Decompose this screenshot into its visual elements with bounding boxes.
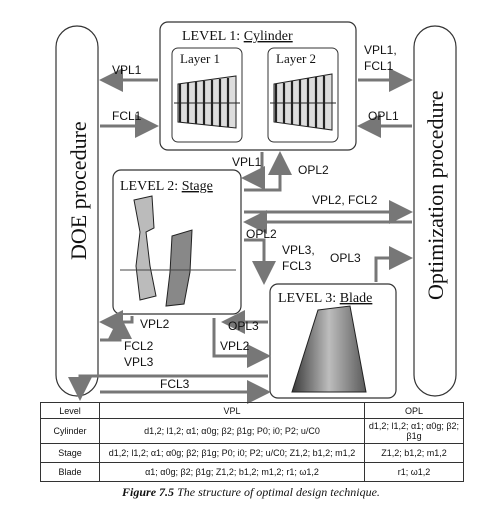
parameters-table: Level VPL OPL Cylinder d1,2; l1,2; α1; α… xyxy=(40,402,464,482)
table-header-vpl: VPL xyxy=(99,402,365,419)
arrow-vpl2-left xyxy=(99,310,134,334)
label-vpl1-right-a: VPL1, xyxy=(364,43,397,57)
figure-caption: Figure 7.5 The structure of optimal desi… xyxy=(0,485,502,500)
layer1-turbine-drawing xyxy=(174,75,240,129)
arrow-vpl3-bottom xyxy=(68,374,268,401)
label-vpl3-a: VPL3, xyxy=(282,243,315,257)
table-cell-vpl: d1,2; l1,2; α1; α0g; β2; β1g; P0; i0; P2… xyxy=(99,418,365,444)
caption-figure-number: Figure 7.5 xyxy=(122,485,175,499)
stage-drawing xyxy=(120,195,236,307)
arrow-opl3-up xyxy=(374,246,413,282)
table-header-level: Level xyxy=(40,402,100,419)
label-vpl3-bottom: VPL3 xyxy=(124,355,154,369)
layer1-label: Layer 1 xyxy=(180,51,220,66)
label-vpl2-fcl2: VPL2, FCL2 xyxy=(312,193,378,207)
table-row: Cylinder d1,2; l1,2; α1; α0g; β2; β1g; P… xyxy=(40,418,464,444)
arrow-vpl3-down xyxy=(244,238,276,285)
table-cell-opl: d1,2; l1,2; α1; α0g; β2; β1g xyxy=(364,418,464,444)
label-opl3-right: OPL3 xyxy=(330,251,361,265)
label-vpl1-left: VPL1 xyxy=(112,63,142,77)
table-cell-vpl: d1,2; l1,2; α1; α0g; β2; β1g; P0; i0; P2… xyxy=(99,443,365,463)
label-vpl2-left: VPL2 xyxy=(140,317,170,331)
arrow-opl2-up xyxy=(244,151,292,192)
arrow-vpl2-bottom xyxy=(212,318,271,368)
table-cell-opl: Z1,2; b1,2; m1,2 xyxy=(364,443,464,463)
table-cell-level: Cylinder xyxy=(40,418,100,444)
label-fcl1-left: FCL1 xyxy=(112,109,142,123)
level3-title: LEVEL 3: Blade xyxy=(278,291,372,306)
label-opl2-low: OPL2 xyxy=(246,227,277,241)
caption-text: The structure of optimal design techniqu… xyxy=(177,485,380,499)
label-vpl3-b: FCL3 xyxy=(282,259,312,273)
doe-procedure-label: DOE procedure xyxy=(66,121,91,260)
arrows xyxy=(68,68,413,404)
optimization-procedure-label: Optimization procedure xyxy=(423,90,448,300)
table-row: Stage d1,2; l1,2; α1; α0g; β2; β1g; P0; … xyxy=(40,443,464,463)
optimization-procedure-box xyxy=(413,25,457,397)
table-cell-vpl: α1; α0g; β2; β1g; Z1,2; b1,2; m1,2; r1; … xyxy=(99,462,365,482)
table-cell-level: Blade xyxy=(40,462,100,482)
table-cell-opl: r1; ω1,2 xyxy=(364,462,464,482)
table-header-opl: OPL xyxy=(364,402,464,419)
label-opl1-right: OPL1 xyxy=(368,109,399,123)
table-cell-level: Stage xyxy=(40,443,100,463)
label-fcl3: FCL3 xyxy=(160,377,190,391)
arrow-vpl1-down xyxy=(241,152,265,190)
blade-drawing xyxy=(291,305,367,393)
layer2-label: Layer 2 xyxy=(276,51,316,66)
label-opl2-mid: OPL2 xyxy=(298,163,329,177)
level2-title: LEVEL 2: Stage xyxy=(120,179,213,194)
arrow-fcl2 xyxy=(100,315,132,342)
layer2-turbine-drawing xyxy=(270,73,336,131)
label-vpl1-mid: VPL1 xyxy=(232,155,262,169)
label-fcl2: FCL2 xyxy=(124,339,154,353)
label-vpl1-right-b: FCL1 xyxy=(364,59,394,73)
label-vpl2-bottom: VPL2 xyxy=(220,339,250,353)
table-row: Blade α1; α0g; β2; β1g; Z1,2; b1,2; m1,2… xyxy=(40,462,464,482)
table-header-row: Level VPL OPL xyxy=(40,402,464,419)
label-opl3-mid: OPL3 xyxy=(228,319,259,333)
level1-title: LEVEL 1: Cylinder xyxy=(182,29,293,44)
